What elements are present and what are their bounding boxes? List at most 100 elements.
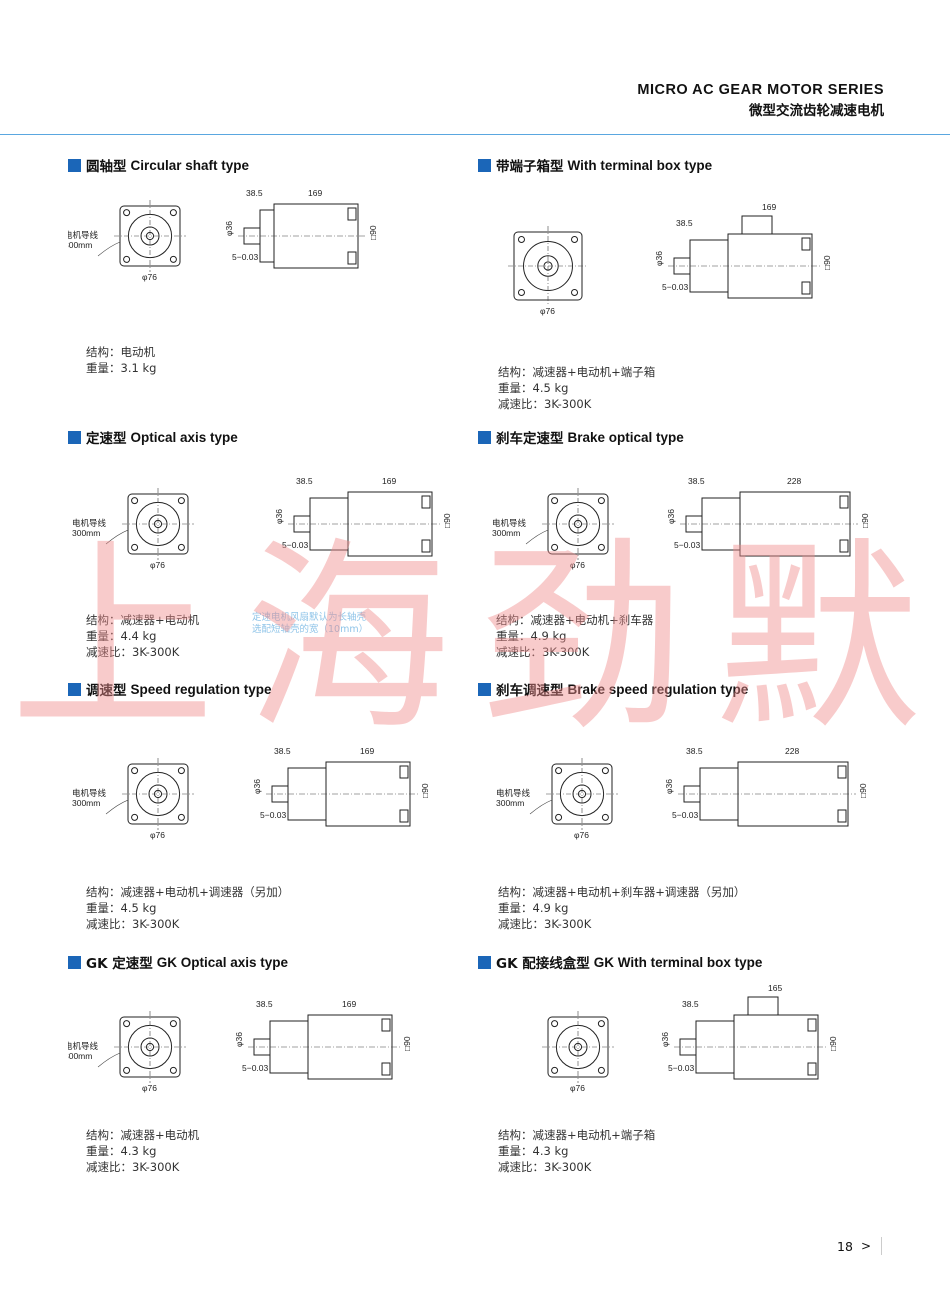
dimension-label: 38.5 <box>256 999 273 1009</box>
fan-cover-slot <box>839 539 849 553</box>
length-label: 228 <box>785 746 799 756</box>
tolerance-label: 5−0.03 <box>662 282 689 292</box>
spec-structure: 结构：减速器+电动机+调速器（另加） <box>86 885 290 899</box>
dimension-label: 38.5 <box>296 476 313 486</box>
diameter-label: φ76 <box>142 1083 157 1093</box>
spec-list: 结构：减速器+电动机+调速器（另加） 重量：4.5 kg 减速比：3K-300K <box>86 884 478 932</box>
flange-square <box>547 1016 609 1078</box>
square-bullet-icon <box>68 955 81 969</box>
fan-cover-slot <box>807 1062 817 1076</box>
mount-hole <box>177 543 185 551</box>
diameter-label: φ76 <box>570 1083 585 1093</box>
lead-wire-label: 电机导线 <box>68 230 99 240</box>
height-label: □90 <box>822 255 832 270</box>
tolerance-label: 5−0.03 <box>282 540 309 550</box>
flange-square <box>127 493 189 555</box>
spec-ratio: 减速比：3K-300K <box>498 397 592 411</box>
spec-ratio: 减速比：3K-300K <box>498 917 592 931</box>
fan-cover-slot <box>421 539 431 553</box>
lead-wire <box>525 529 549 545</box>
tolerance-label: 5−0.03 <box>674 540 701 550</box>
diameter-label: φ36 <box>274 509 284 524</box>
tolerance-label: 5−0.03 <box>260 810 287 820</box>
spec-list: 结构：减速器+电动机+刹车器+调速器（另加） 重量：4.9 kg 减速比：3K-… <box>498 884 888 932</box>
length-label: 169 <box>360 746 374 756</box>
spec-ratio: 减速比：3K-300K <box>86 1160 180 1174</box>
dimension-label: 38.5 <box>246 188 263 198</box>
mount-hole <box>551 543 559 551</box>
mount-hole <box>597 497 605 505</box>
fan-cover-slot <box>347 251 357 265</box>
mount-hole <box>555 813 563 821</box>
fan-cover-slot <box>837 765 847 779</box>
diameter-label: φ76 <box>570 560 585 570</box>
mount-hole <box>551 1066 559 1074</box>
spec-list: 结构：减速器+电动机+端子箱 重量：4.5 kg 减速比：3K-300K <box>498 364 888 412</box>
mount-hole <box>571 289 579 297</box>
mount-hole <box>169 255 177 263</box>
fan-cover-slot <box>381 1062 391 1076</box>
square-bullet-icon <box>478 682 491 696</box>
mount-hole <box>517 235 525 243</box>
fan-cover-slot <box>801 281 811 295</box>
mount-hole <box>517 289 525 297</box>
lead-wire-label: 电机导线 <box>68 1041 99 1051</box>
diameter-label: φ36 <box>660 1032 670 1047</box>
spec-weight: 重量：4.5 kg <box>86 901 157 915</box>
header-title-en: MICRO AC GEAR MOTOR SERIES <box>637 82 884 98</box>
mount-hole <box>597 543 605 551</box>
flange-square <box>547 493 609 555</box>
square-bullet-icon <box>478 430 491 444</box>
spec-weight: 重量：4.9 kg <box>496 629 567 643</box>
fan-cover-slot <box>839 495 849 509</box>
tolerance-label: 5−0.03 <box>668 1063 695 1073</box>
dimension-label: 38.5 <box>676 218 693 228</box>
height-label: □90 <box>420 783 430 798</box>
chevron-right-icon[interactable]: > <box>860 1239 871 1253</box>
spec-structure: 结构：减速器+电动机 <box>86 613 200 627</box>
mount-hole <box>177 813 185 821</box>
spec-structure: 结构：减速器+电动机 <box>86 1128 200 1142</box>
square-bullet-icon <box>478 158 491 172</box>
page-number: 18 <box>837 1238 853 1254</box>
lead-length-label: 300mm <box>72 528 100 538</box>
height-label: □90 <box>442 513 452 528</box>
tolerance-label: 5−0.03 <box>672 810 699 820</box>
mount-hole <box>123 1020 131 1028</box>
height-label: □90 <box>368 225 378 240</box>
lead-length-label: 300mm <box>68 240 92 250</box>
lead-wire <box>97 1052 121 1068</box>
height-label: □90 <box>860 513 870 528</box>
diameter-label: φ36 <box>252 779 262 794</box>
dimension-label: 38.5 <box>274 746 291 756</box>
lead-length-label: 300mm <box>492 528 520 538</box>
spec-list: 结构：电动机 重量：3.1 kg <box>86 344 478 376</box>
lead-length-label: 300mm <box>496 798 524 808</box>
mount-hole <box>131 767 139 775</box>
fan-cover-note: 定速电机风扇默认为长轴壳 选配短轴壳的宽（10mm） <box>252 612 369 635</box>
mount-hole <box>601 767 609 775</box>
mount-hole <box>131 813 139 821</box>
lead-wire <box>529 799 553 815</box>
spec-ratio: 减速比：3K-300K <box>498 1160 592 1174</box>
mount-hole <box>177 767 185 775</box>
mount-hole <box>555 767 563 775</box>
lead-wire-label: 电机导线 <box>492 518 527 528</box>
mount-hole <box>123 255 131 263</box>
diameter-label: φ76 <box>150 830 165 840</box>
spec-structure: 结构：减速器+电动机+刹车器 <box>496 613 654 627</box>
